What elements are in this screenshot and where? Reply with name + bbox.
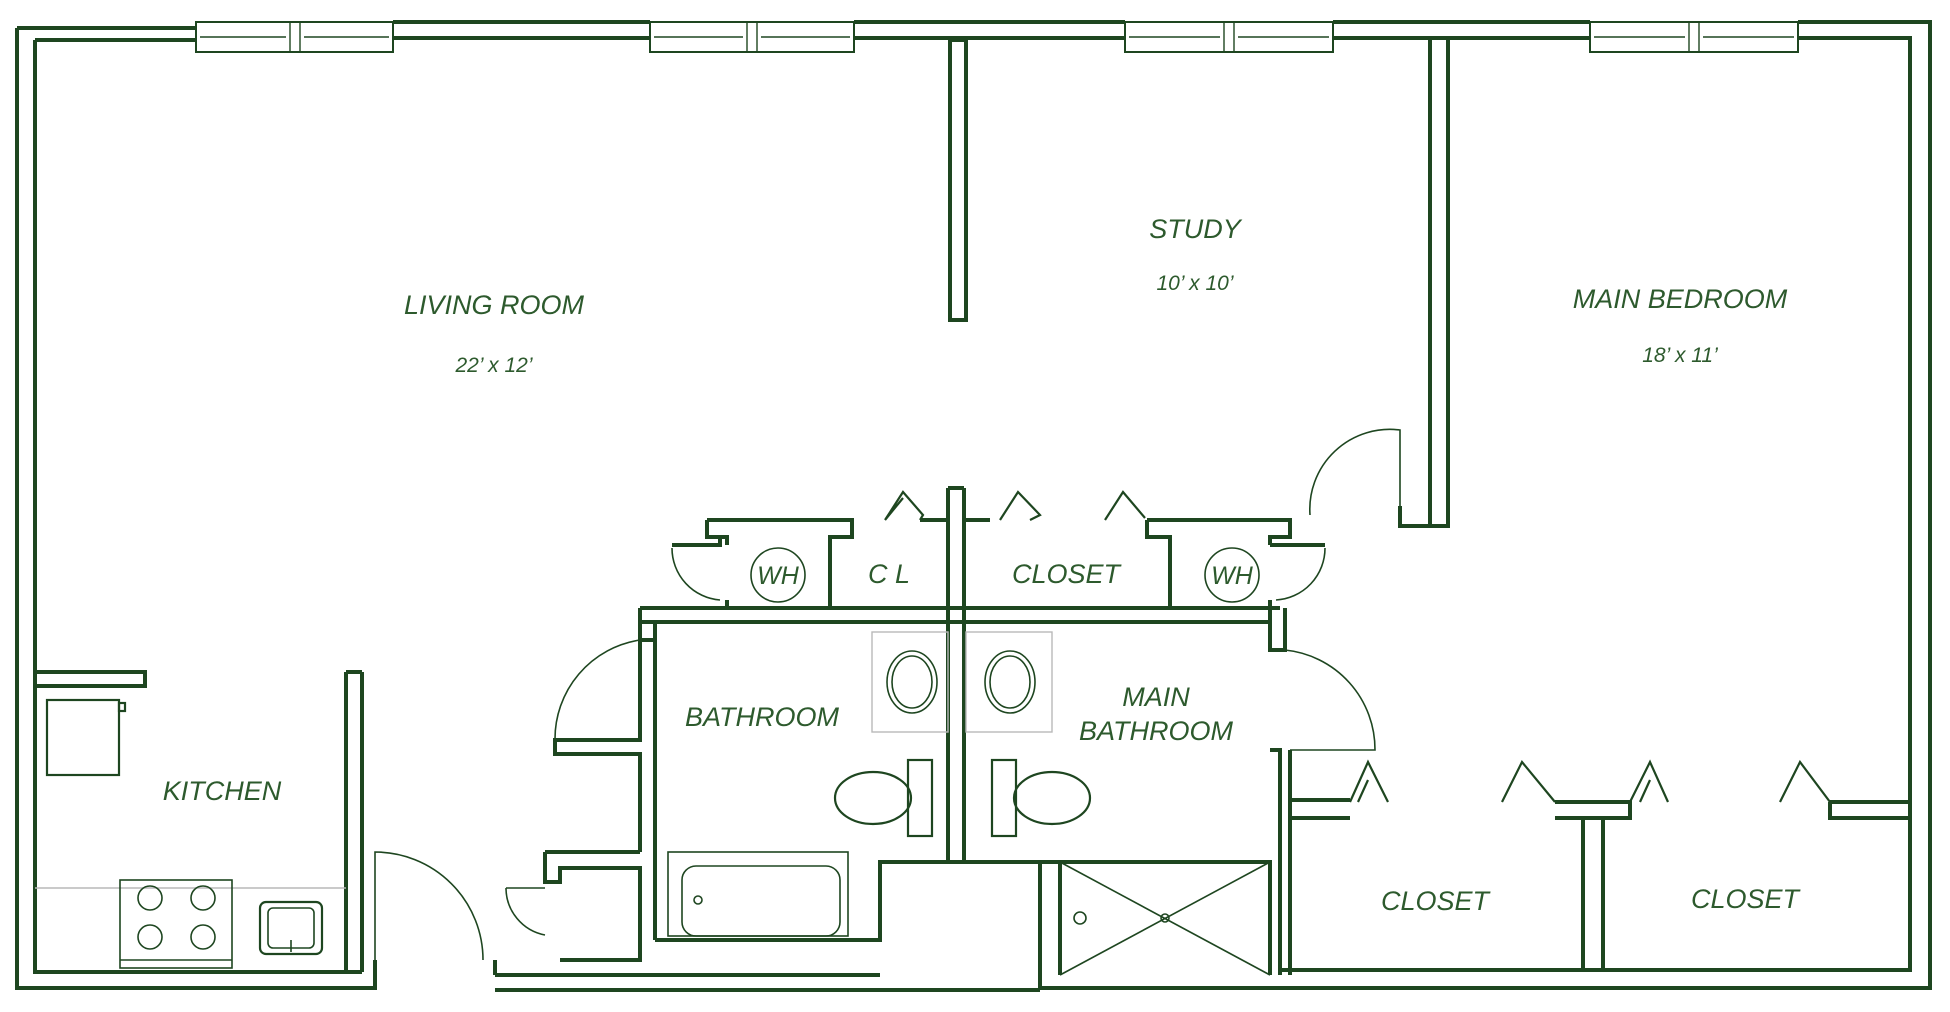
water-heater-right-label: WH <box>1211 562 1254 590</box>
study-label: STUDY <box>1149 214 1242 244</box>
stove <box>119 879 233 969</box>
living-room-label: LIVING ROOM <box>404 290 585 320</box>
closet-bottom-left-label: CLOSET <box>1381 886 1492 916</box>
water-heater-right <box>1204 547 1260 603</box>
exterior-walls <box>15 20 1932 992</box>
closet-center-label: CLOSET <box>1012 559 1123 589</box>
main-bedroom-label: MAIN BEDROOM <box>1573 284 1788 314</box>
water-heater-left-label: WH <box>757 562 800 590</box>
windows <box>195 21 1799 53</box>
closet-cl-label: C L <box>868 559 910 589</box>
kitchen-label: KITCHEN <box>163 776 282 806</box>
water-heater-left <box>750 547 806 603</box>
doors <box>374 428 1401 961</box>
window-2 <box>649 21 855 53</box>
window-4 <box>1589 21 1799 53</box>
closet-bottom-right-label: CLOSET <box>1691 884 1802 914</box>
main-bathroom-label-line2: BATHROOM <box>1079 716 1234 746</box>
kitchen-fixtures <box>35 698 346 969</box>
refrigerator <box>45 698 127 777</box>
main-bedroom-dims: 18’ x 11’ <box>1642 344 1718 367</box>
interior-walls <box>33 38 1910 975</box>
bathroom-label: BATHROOM <box>685 702 840 732</box>
kitchen-sink <box>258 900 324 956</box>
labels: LIVING ROOM 22’ x 12’ STUDY 10’ x 10’ MA… <box>163 214 1802 916</box>
window-3 <box>1124 21 1334 53</box>
main-bathroom-label-line1: MAIN <box>1122 682 1190 712</box>
study-dims: 10’ x 10’ <box>1156 272 1233 295</box>
bathroom-fixtures <box>667 631 1271 976</box>
window-1 <box>195 21 394 53</box>
bifold-doors <box>884 490 1831 803</box>
living-room-dims: 22’ x 12’ <box>454 354 532 377</box>
water-heaters <box>750 547 1260 603</box>
